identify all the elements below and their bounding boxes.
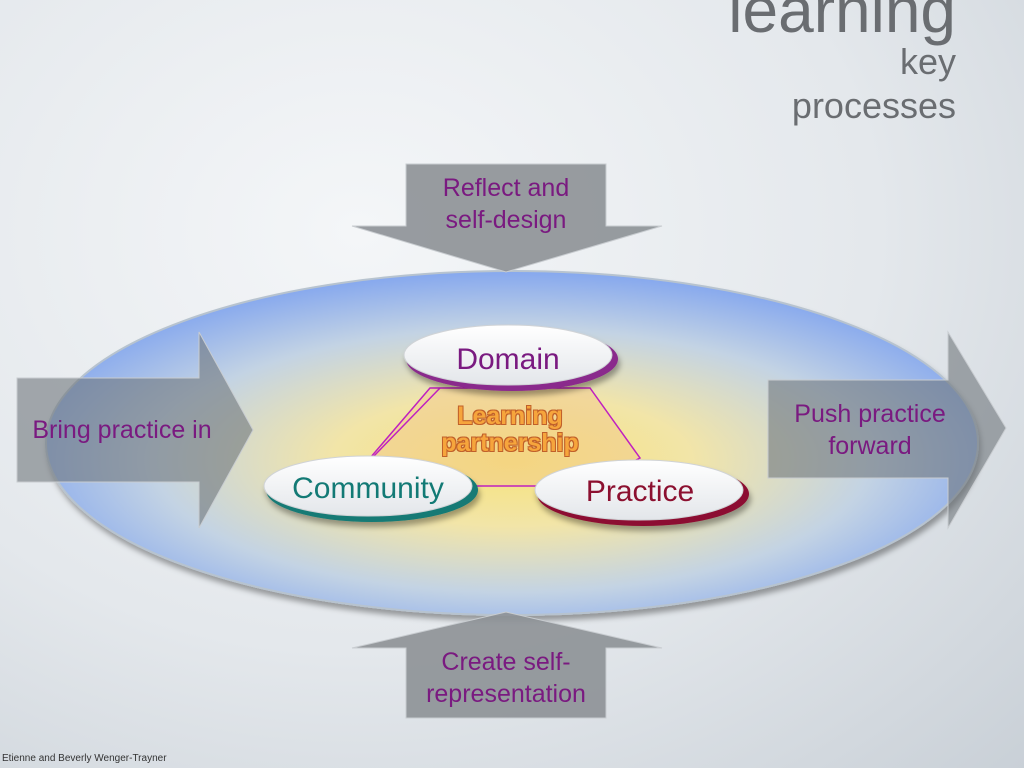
footer-credit: Etienne and Beverly Wenger-Trayner — [2, 753, 167, 764]
learning-partnership-line-2: partnership — [441, 429, 579, 457]
community-label: Community — [292, 472, 444, 505]
left-arrow-label: Bring practice in — [32, 416, 212, 444]
domain-node[interactable] — [403, 324, 618, 391]
title-line-2: key — [899, 41, 956, 82]
title-line-3: processes — [791, 85, 956, 126]
bottom-arrow — [351, 611, 663, 719]
right-arrow-label: Push practice forward — [794, 400, 946, 460]
domain-label: Domain — [456, 343, 560, 376]
community-node[interactable] — [263, 455, 478, 522]
top-arrow-label: Reflect and self-design — [442, 174, 570, 234]
learning-partnership-line-1: Learning — [457, 402, 563, 430]
practice-label: Practice — [585, 475, 695, 508]
title-line-1: learning — [728, 0, 956, 46]
right-arrow — [767, 330, 1007, 530]
left-arrow — [16, 331, 254, 529]
bottom-arrow-label: Create self- representation — [426, 648, 586, 708]
triangle-edge-left — [371, 387, 441, 459]
top-arrow — [351, 163, 663, 273]
practice-node[interactable] — [534, 459, 749, 526]
